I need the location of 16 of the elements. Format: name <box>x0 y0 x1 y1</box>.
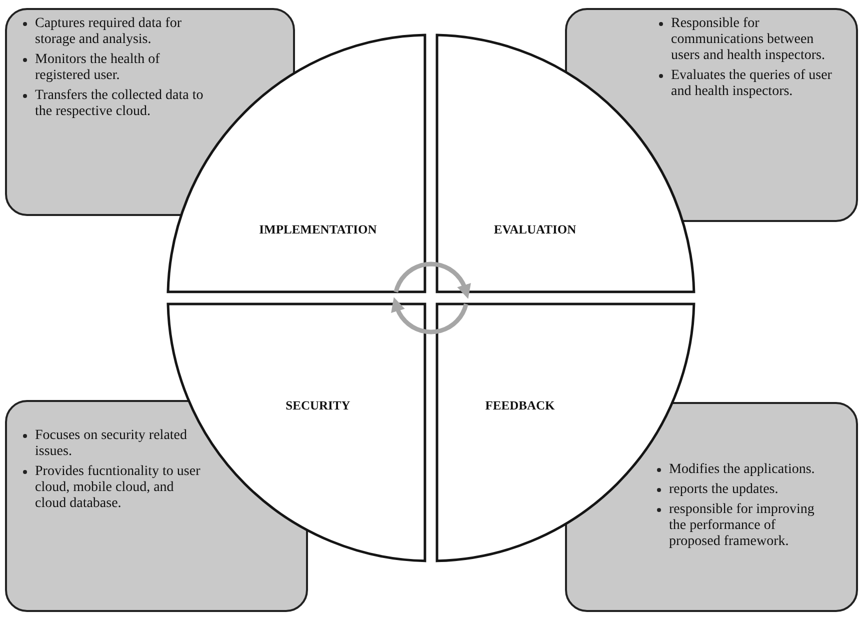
quadrant-label: FEEDBACK <box>485 398 555 414</box>
bullet-text: Responsible for communications between users and health inspectors. <box>671 16 825 63</box>
quadrant-label: SECURITY <box>286 398 350 414</box>
bullet-text: Transfers the collected data to the respective cloud. <box>35 88 204 119</box>
bullet-text: Evaluates the queries of user and health inspectors. <box>671 68 832 99</box>
bullet-text: Captures required data for storage and analysis. <box>35 16 182 47</box>
bullet-text: reports the updates. <box>669 482 778 497</box>
bullet-text: Provides fucntionality to user cloud, mobile cloud, and cloud database. <box>35 464 200 511</box>
bullet-text: responsible for improving the performance of proposed framework. <box>669 502 814 549</box>
bullet-text: Focuses on security related issues. <box>35 428 188 459</box>
quadrant-label: EVALUATION <box>494 222 576 238</box>
bullet-text: Monitors the health of registered user. <box>35 52 160 83</box>
quadrant-label: IMPLEMENTATION <box>259 222 377 238</box>
cycle-arrow <box>391 297 468 334</box>
cycle-arrow <box>394 262 471 299</box>
bullet-text: Modifies the applications. <box>669 462 815 477</box>
